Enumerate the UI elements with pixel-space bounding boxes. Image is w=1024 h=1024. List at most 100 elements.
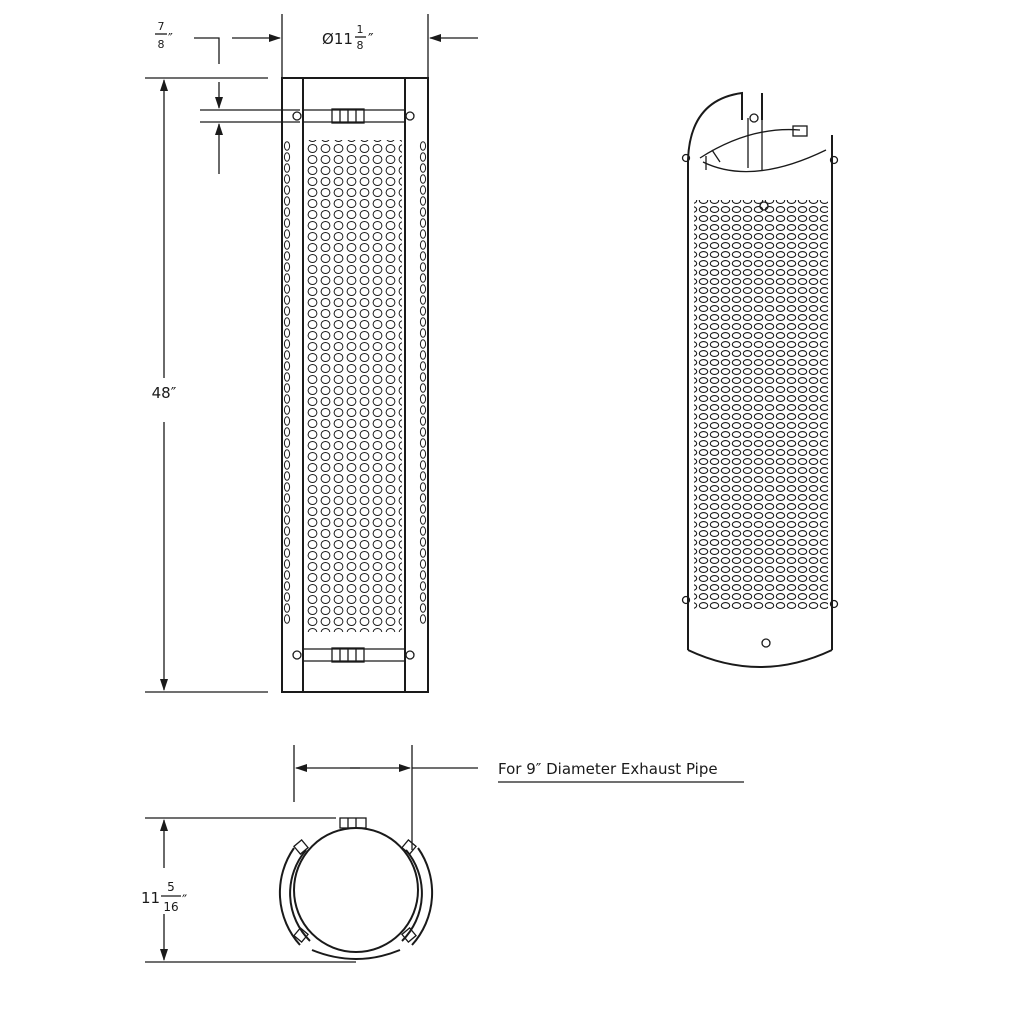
diameter-dimension: Ø11 1 8 ″: [232, 14, 478, 78]
edge-hole: [283, 306, 291, 316]
edge-hole: [283, 339, 291, 349]
edge-hole: [419, 537, 427, 547]
edge-hole: [283, 416, 291, 426]
diameter-prefix: Ø11: [322, 30, 353, 48]
edge-hole: [283, 394, 291, 404]
end-view-whole: 11: [141, 889, 160, 907]
edge-hole: [419, 196, 427, 206]
edge-hole: [419, 394, 427, 404]
edge-hole: [283, 548, 291, 558]
edge-hole: [283, 603, 291, 613]
edge-hole: [283, 141, 291, 151]
edge-hole: [419, 174, 427, 184]
edge-hole: [419, 251, 427, 261]
cylinder-bottom-arc: [687, 649, 833, 668]
edge-hole: [419, 482, 427, 492]
edge-hole: [419, 240, 427, 250]
edge-hole: [419, 405, 427, 415]
edge-hole: [419, 317, 427, 327]
edge-hole: [419, 548, 427, 558]
edge-hole: [419, 416, 427, 426]
edge-hole: [419, 559, 427, 569]
iso-perforation-field: [694, 200, 828, 610]
edge-hole: [283, 295, 291, 305]
edge-hole: [283, 537, 291, 547]
edge-hole: [419, 526, 427, 536]
edge-hole: [283, 493, 291, 503]
left-edge-holes: [283, 141, 291, 624]
gap-denominator: 8: [158, 38, 165, 51]
edge-hole: [283, 482, 291, 492]
edge-hole: [419, 372, 427, 382]
edge-hole: [283, 207, 291, 217]
edge-hole: [283, 581, 291, 591]
edge-hole: [283, 460, 291, 470]
top-clamp-band: [292, 108, 415, 124]
right-edge-holes: [419, 141, 427, 624]
edge-hole: [283, 372, 291, 382]
diameter-numerator: 1: [357, 23, 364, 36]
cylinder-top-left-rim: [687, 91, 743, 161]
edge-hole: [419, 306, 427, 316]
edge-hole: [283, 273, 291, 283]
edge-hole: [283, 438, 291, 448]
end-view-numerator: 5: [167, 880, 175, 894]
gap-unit: ″: [168, 32, 173, 47]
edge-hole: [283, 328, 291, 338]
edge-hole: [283, 427, 291, 437]
edge-hole: [419, 471, 427, 481]
height-dimension: 48″: [145, 77, 268, 693]
edge-hole: [283, 152, 291, 162]
edge-hole: [419, 504, 427, 514]
edge-hole: [283, 570, 291, 580]
diameter-unit: ″: [368, 30, 374, 48]
edge-hole: [419, 185, 427, 195]
end-view-clamp: [339, 817, 367, 829]
exhaust-pipe-circle: [293, 827, 419, 953]
iso-view: [681, 91, 839, 668]
edge-hole: [283, 504, 291, 514]
edge-hole: [283, 592, 291, 602]
inner-ring-front: [702, 149, 827, 173]
end-view-dimension: 11 5 16 ″: [141, 817, 356, 963]
edge-hole: [419, 383, 427, 393]
edge-hole: [283, 515, 291, 525]
edge-hole: [419, 273, 427, 283]
edge-hole: [283, 317, 291, 327]
edge-hole: [283, 471, 291, 481]
gap-dimension: 7 8 ″: [155, 20, 300, 174]
edge-hole: [419, 141, 427, 151]
edge-hole: [283, 284, 291, 294]
end-view-denominator: 16: [163, 900, 178, 914]
edge-hole: [283, 361, 291, 371]
edge-hole: [419, 515, 427, 525]
edge-hole: [419, 614, 427, 624]
edge-hole: [419, 449, 427, 459]
edge-hole: [419, 603, 427, 613]
end-view-unit: ″: [182, 893, 187, 909]
edge-hole: [419, 152, 427, 162]
edge-hole: [419, 493, 427, 503]
edge-hole: [419, 570, 427, 580]
edge-hole: [283, 229, 291, 239]
edge-hole: [283, 251, 291, 261]
edge-hole: [283, 218, 291, 228]
edge-hole: [283, 240, 291, 250]
edge-hole: [283, 614, 291, 624]
edge-hole: [283, 405, 291, 415]
edge-hole: [419, 218, 427, 228]
edge-hole: [283, 174, 291, 184]
edge-hole: [419, 229, 427, 239]
note-text: For 9″ Diameter Exhaust Pipe: [498, 760, 718, 778]
edge-hole: [419, 427, 427, 437]
edge-hole: [283, 262, 291, 272]
edge-hole: [419, 361, 427, 371]
end-view: 11 5 16 ″: [141, 745, 478, 963]
edge-hole: [419, 460, 427, 470]
diameter-denominator: 8: [357, 39, 364, 52]
inner-ring-back: [699, 128, 801, 159]
edge-hole: [419, 339, 427, 349]
height-label: 48″: [152, 384, 177, 402]
pipe-note: For 9″ Diameter Exhaust Pipe: [498, 760, 744, 783]
